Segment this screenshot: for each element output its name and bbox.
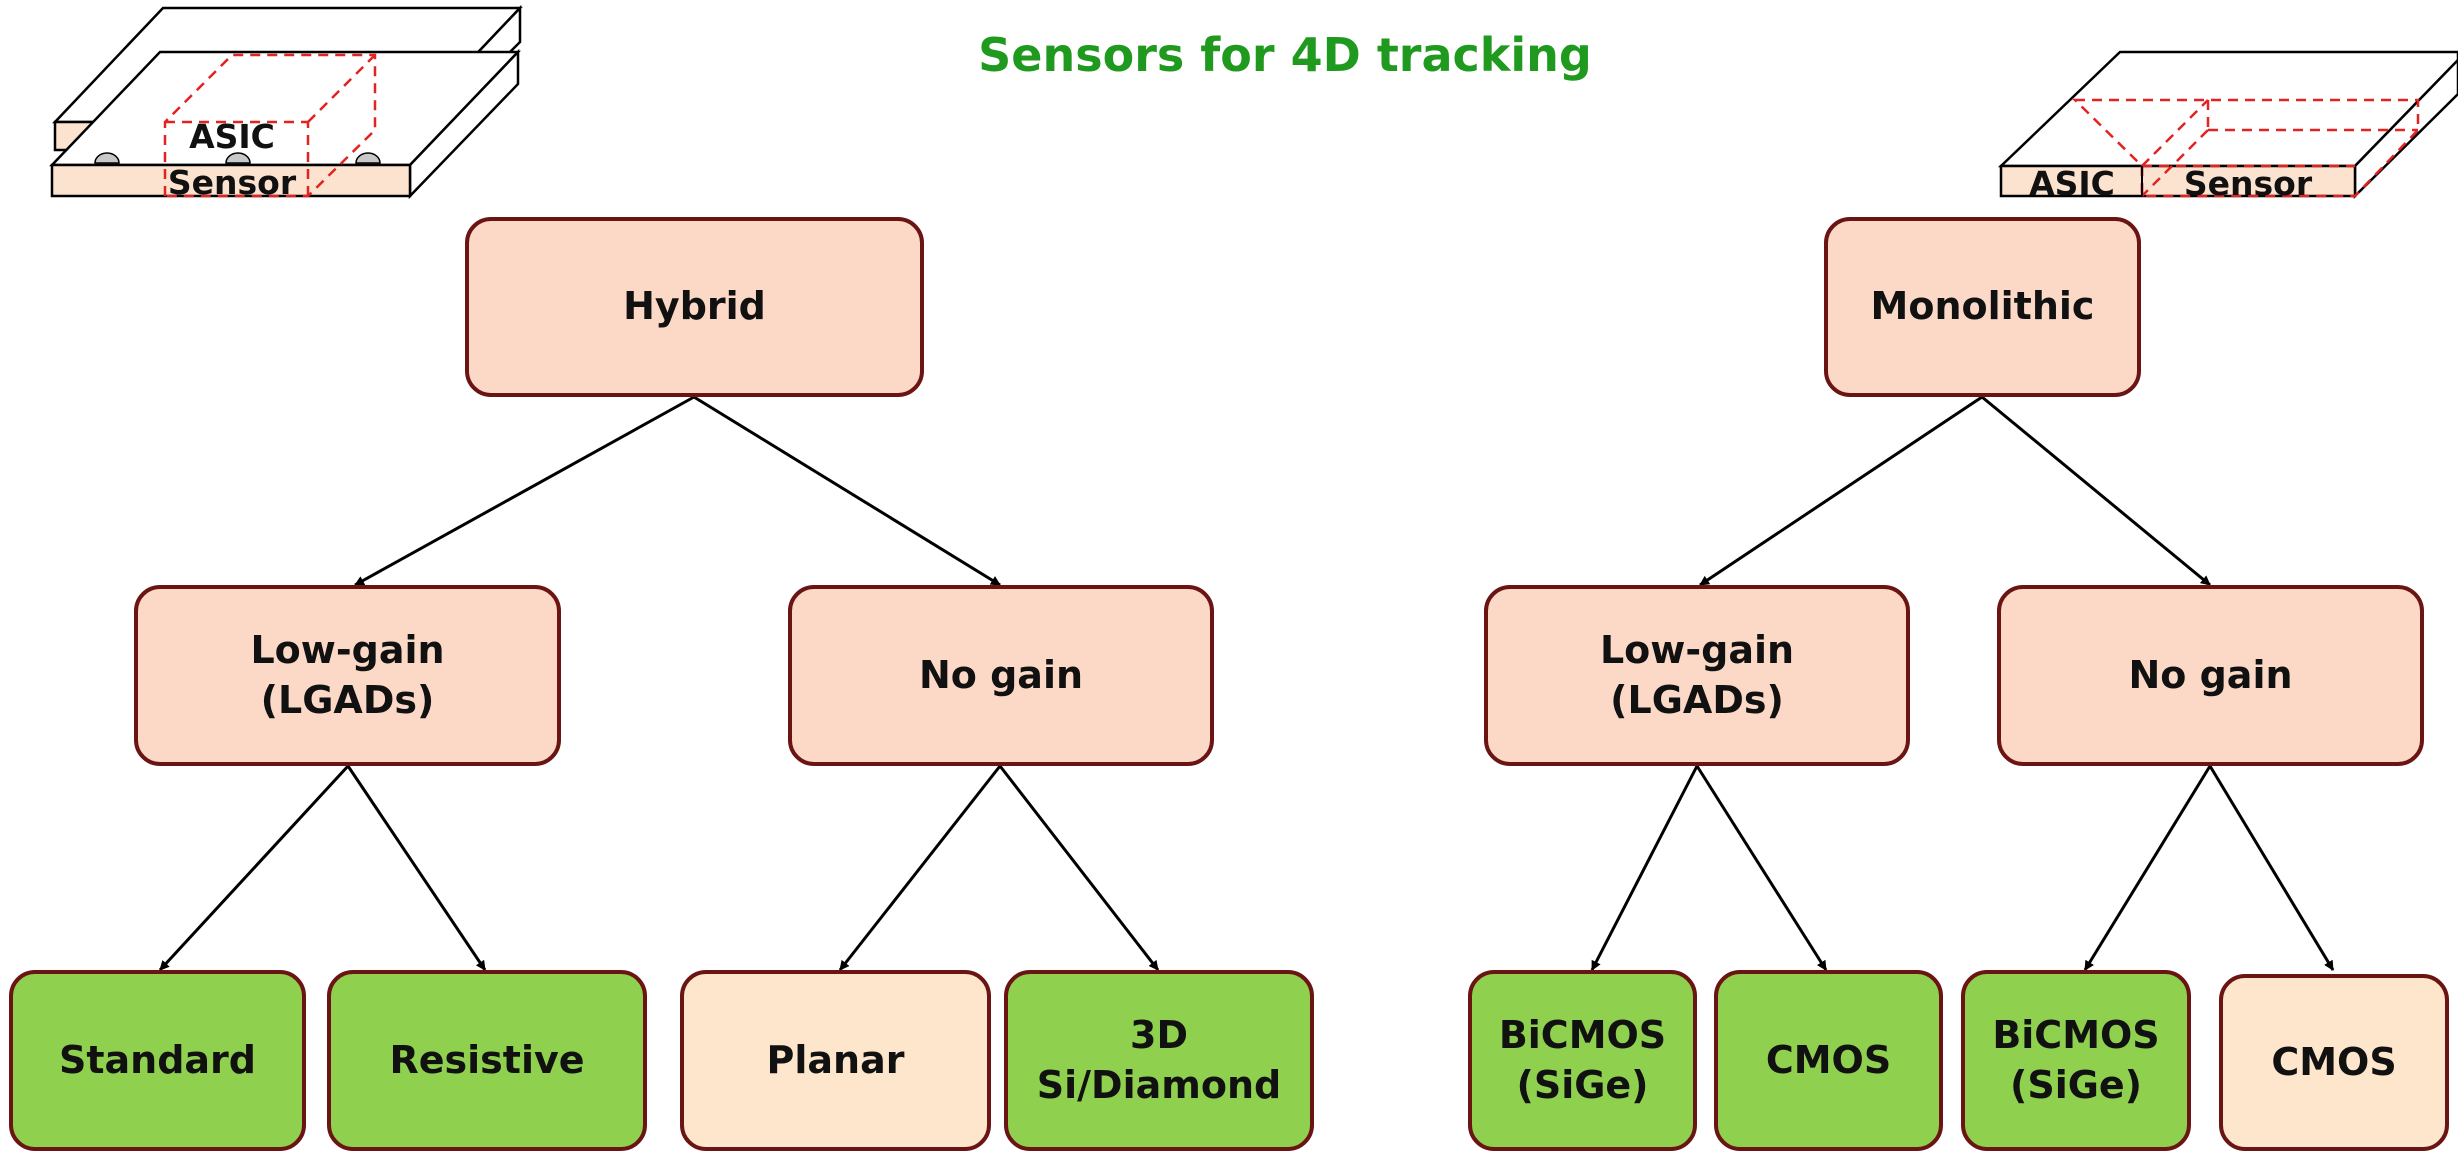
- arrow-hybrid-nogain-to-planar: [838, 765, 1002, 971]
- node-hybrid-no-gain: No gain: [788, 585, 1214, 766]
- leaf-hybrid-planar: Planar: [680, 970, 991, 1151]
- monolithic-asic-label: ASIC: [2029, 164, 2115, 203]
- leaf-hybrid-resistive: Resistive: [327, 970, 647, 1151]
- node-hybrid: Hybrid: [465, 217, 924, 397]
- leaf-hybrid-standard: Standard: [9, 970, 306, 1151]
- arrow-hybrid-lowgain-to-resistive: [346, 765, 487, 971]
- arrow-hybrid-to-nogain: [693, 395, 1001, 587]
- arrow-monolithic-to-lowgain: [1699, 395, 1983, 587]
- arrow-hybrid-nogain-to-3d: [998, 765, 1160, 971]
- leaf-mono-nogain-cmos: CMOS: [2219, 974, 2449, 1151]
- leaf-mono-lowgain-bicmos: BiCMOS (SiGe): [1468, 970, 1697, 1151]
- arrow-hybrid-to-lowgain: [354, 395, 695, 587]
- node-monolithic: Monolithic: [1824, 217, 2141, 397]
- node-hybrid-low-gain: Low-gain (LGADs): [134, 585, 561, 766]
- arrow-hybrid-lowgain-to-standard: [158, 764, 350, 972]
- arrow-mono-lowgain-to-bicmos: [1590, 765, 1699, 971]
- leaf-hybrid-3d-si-diamond: 3D Si/Diamond: [1004, 970, 1314, 1151]
- leaf-mono-nogain-bicmos: BiCMOS (SiGe): [1961, 970, 2191, 1151]
- hybrid-sensor-label: Sensor: [168, 163, 297, 202]
- node-monolithic-no-gain: No gain: [1997, 585, 2424, 766]
- leaf-mono-lowgain-cmos: CMOS: [1714, 970, 1943, 1151]
- arrow-mono-lowgain-to-cmos: [1695, 765, 1828, 971]
- hybrid-asic-label: ASIC: [189, 117, 275, 156]
- arrow-mono-nogain-to-bicmos: [2083, 765, 2212, 971]
- node-monolithic-low-gain: Low-gain (LGADs): [1484, 585, 1910, 766]
- arrow-mono-nogain-to-cmos: [2208, 765, 2335, 971]
- monolithic-sensor-label: Sensor: [2184, 164, 2313, 203]
- diagram-title: Sensors for 4D tracking: [978, 28, 1592, 82]
- arrow-monolithic-to-nogain: [1981, 395, 2211, 587]
